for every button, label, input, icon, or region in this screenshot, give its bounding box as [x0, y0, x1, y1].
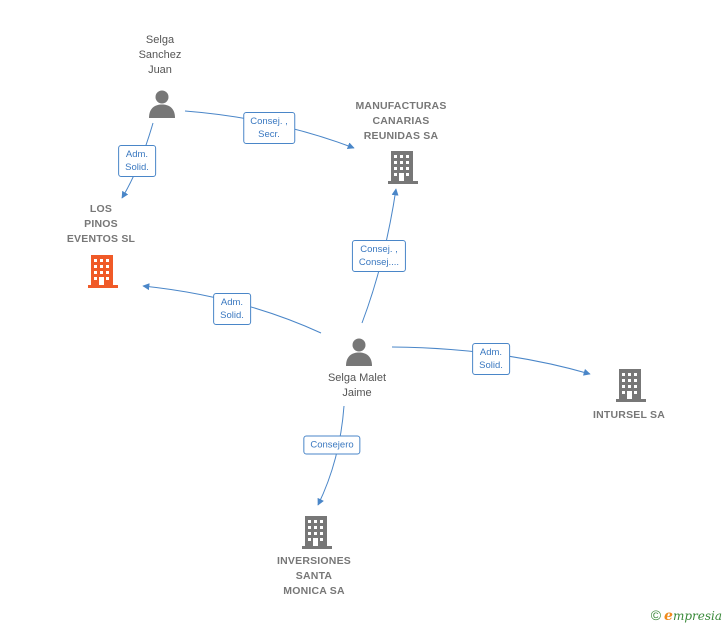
building-icon-focus[interactable] [87, 254, 119, 288]
brand-logo-text: mpresia [672, 609, 722, 623]
brand-logo-e: e [664, 608, 673, 624]
building-icon[interactable] [615, 368, 647, 402]
node-label-inversiones[interactable]: INVERSIONES SANTA MONICA SA [277, 555, 351, 597]
building-icon[interactable] [301, 515, 333, 549]
edge-label-malet-manufacturas: Consej. , Consej.... [351, 240, 407, 272]
edge-label-malet-intursel: Adm. Solid. [472, 343, 510, 375]
node-label-selga-sanchez[interactable]: Selga Sanchez Juan [138, 34, 182, 76]
edge-label-malet-inversiones: Consejero [303, 435, 361, 455]
node-label-selga-malet[interactable]: Selga Malet Jaime [327, 372, 387, 399]
node-label-los-pinos[interactable]: LOS PINOS EVENTOS SL [66, 203, 136, 245]
edge-label-sanchez-manufacturas: Consej. , Secr. [243, 112, 295, 144]
edge-label-malet-pinos: Adm. Solid. [213, 293, 251, 325]
node-label-intursel[interactable]: INTURSEL SA [592, 409, 666, 421]
empresia-brand[interactable]: ©empresia [651, 607, 722, 624]
node-label-manufacturas[interactable]: MANUFACTURAS CANARIAS REUNIDAS SA [355, 100, 447, 142]
edge-label-sanchez-pinos: Adm. Solid. [118, 145, 156, 177]
building-icon[interactable] [387, 150, 419, 184]
copyright-symbol: © [650, 607, 662, 623]
person-icon[interactable] [344, 336, 374, 366]
person-icon[interactable] [147, 88, 177, 118]
edge-malet-inversiones [317, 405, 345, 506]
